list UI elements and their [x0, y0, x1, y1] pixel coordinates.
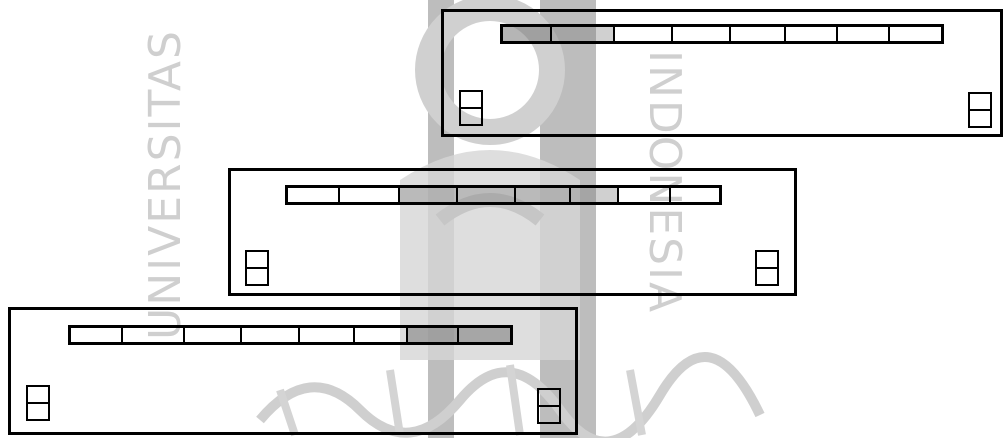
cell [459, 328, 510, 342]
split-rectangle-icon [26, 385, 50, 421]
cell [355, 328, 408, 342]
cell [786, 27, 838, 41]
cell [503, 27, 552, 41]
split-rectangle-icon [755, 250, 779, 286]
split-rectangle-icon [537, 388, 561, 424]
split-rectangle-icon [968, 92, 992, 128]
cell [838, 27, 890, 41]
cell [123, 328, 185, 342]
cell [185, 328, 242, 342]
cell [340, 188, 400, 202]
cell [242, 328, 300, 342]
split-rectangle-icon [459, 90, 483, 126]
watermark-left-text: UNIVERSITAS [140, 29, 191, 340]
cell [71, 328, 123, 342]
cell [400, 188, 458, 202]
cell-strip-top [500, 24, 944, 44]
cell-strip-bottom [68, 325, 513, 345]
cell-strip-middle [285, 185, 722, 205]
cell [571, 188, 619, 202]
cell [671, 188, 719, 202]
cell [408, 328, 459, 342]
cell [516, 188, 571, 202]
cell [300, 328, 355, 342]
cell [731, 27, 786, 41]
cell [552, 27, 615, 41]
cell [890, 27, 941, 41]
cell [619, 188, 671, 202]
cell [288, 188, 340, 202]
cell [458, 188, 516, 202]
cell [673, 27, 731, 41]
split-rectangle-icon [245, 250, 269, 286]
cell [615, 27, 673, 41]
